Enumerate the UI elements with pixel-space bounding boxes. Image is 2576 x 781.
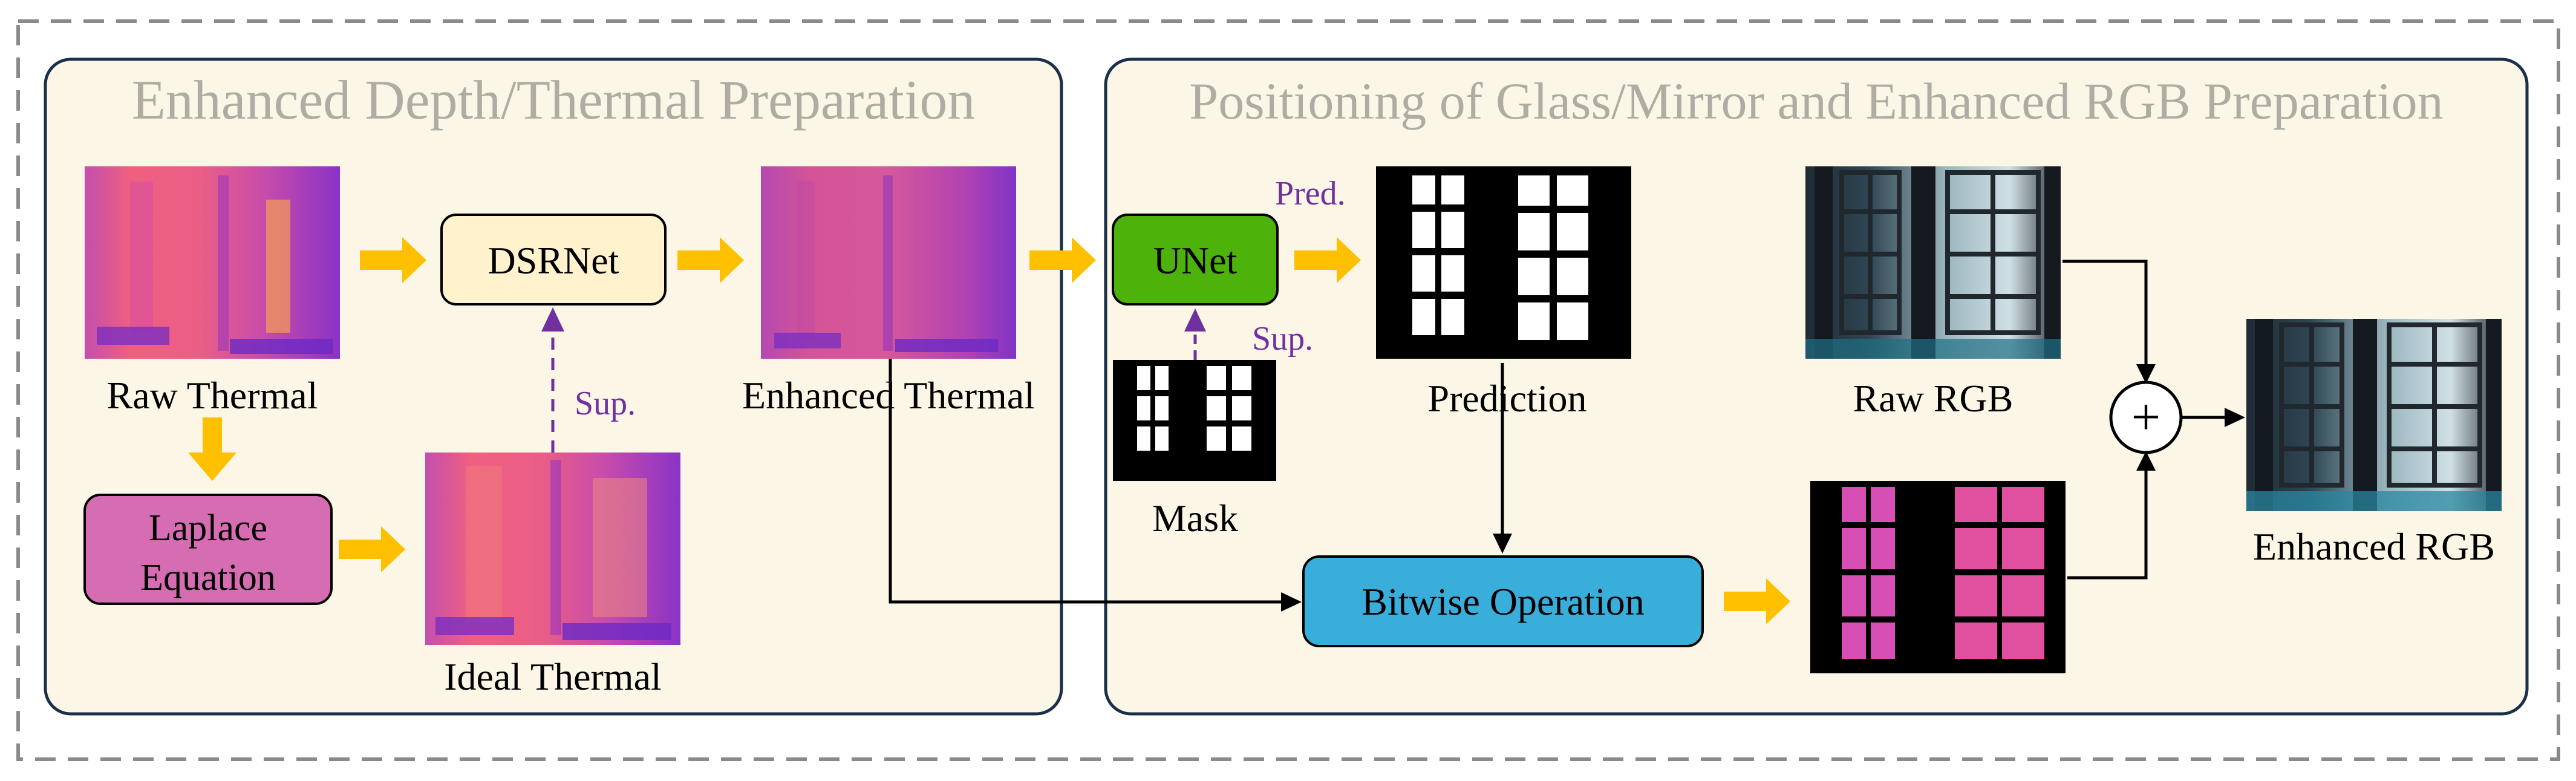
arrow-prediction-to-bitwise	[1493, 363, 1512, 554]
arrow-rawrgb-to-plus	[2062, 260, 2156, 384]
left-sup-label: Sup.	[575, 385, 636, 422]
plus-symbol: +	[2131, 388, 2161, 446]
arrow-enhanced-to-unet	[1029, 237, 1096, 283]
arrow-raw-to-dsrnet	[360, 237, 426, 283]
arrow-laplace-to-ideal	[339, 526, 405, 572]
pred-label: Pred.	[1275, 175, 1346, 212]
arrow-bitwise-to-masked	[1724, 578, 1790, 624]
mask-label: Mask	[1152, 497, 1238, 540]
laplace-equation-box: Laplace Equation	[83, 494, 333, 605]
dsrnet-box: DSRNet	[440, 214, 667, 306]
right-sup-label: Sup.	[1252, 320, 1313, 358]
prediction-image	[1376, 166, 1631, 359]
left-panel-title: Enhanced Depth/Thermal Preparation	[132, 69, 976, 131]
enhanced-rgb-image	[2246, 319, 2502, 511]
raw-thermal-image	[85, 166, 340, 359]
left-panel: Enhanced Depth/Thermal Preparation Raw T…	[44, 57, 1063, 716]
sup-arrow-ideal-to-dsrnet	[541, 307, 564, 453]
unet-box: UNet	[1112, 214, 1279, 306]
sup-arrow-mask-to-unet	[1184, 309, 1206, 360]
arrow-plus-to-enhanced-rgb	[2181, 408, 2245, 427]
arrow-raw-to-laplace	[188, 417, 236, 481]
arrow-unet-to-prediction	[1294, 237, 1361, 283]
enhanced-thermal-image	[761, 166, 1016, 359]
raw-rgb-label: Raw RGB	[1853, 377, 2014, 420]
raw-rgb-image	[1805, 166, 2061, 359]
bitwise-label: Bitwise Operation	[1361, 580, 1644, 623]
right-panel: Positioning of Glass/Mirror and Enhanced…	[889, 57, 2529, 716]
ideal-thermal-image	[425, 453, 680, 645]
ideal-thermal-label: Ideal Thermal	[444, 655, 662, 698]
enhanced-thermal-label: Enhanced Thermal	[742, 374, 1035, 417]
masked-thermal-image	[1810, 481, 2066, 673]
laplace-label-line1: Laplace	[149, 508, 267, 549]
arrow-dsrnet-to-enhanced	[677, 237, 744, 283]
enhanced-rgb-label: Enhanced RGB	[2253, 525, 2495, 568]
dsrnet-label: DSRNet	[488, 239, 619, 282]
circle-plus-icon: +	[2109, 381, 2183, 454]
right-panel-title: Positioning of Glass/Mirror and Enhanced…	[1189, 72, 2443, 130]
prediction-label: Prediction	[1427, 377, 1586, 420]
laplace-label-line2: Equation	[140, 557, 276, 598]
mask-image	[1113, 360, 1276, 481]
bitwise-operation-box: Bitwise Operation	[1302, 555, 1704, 647]
outer-dashed-frame	[16, 19, 2560, 761]
arrow-masked-to-plus	[2067, 451, 2156, 580]
arrow-enhanced-to-bitwise	[889, 359, 1302, 612]
unet-label: UNet	[1153, 239, 1237, 282]
raw-thermal-label: Raw Thermal	[107, 374, 318, 417]
